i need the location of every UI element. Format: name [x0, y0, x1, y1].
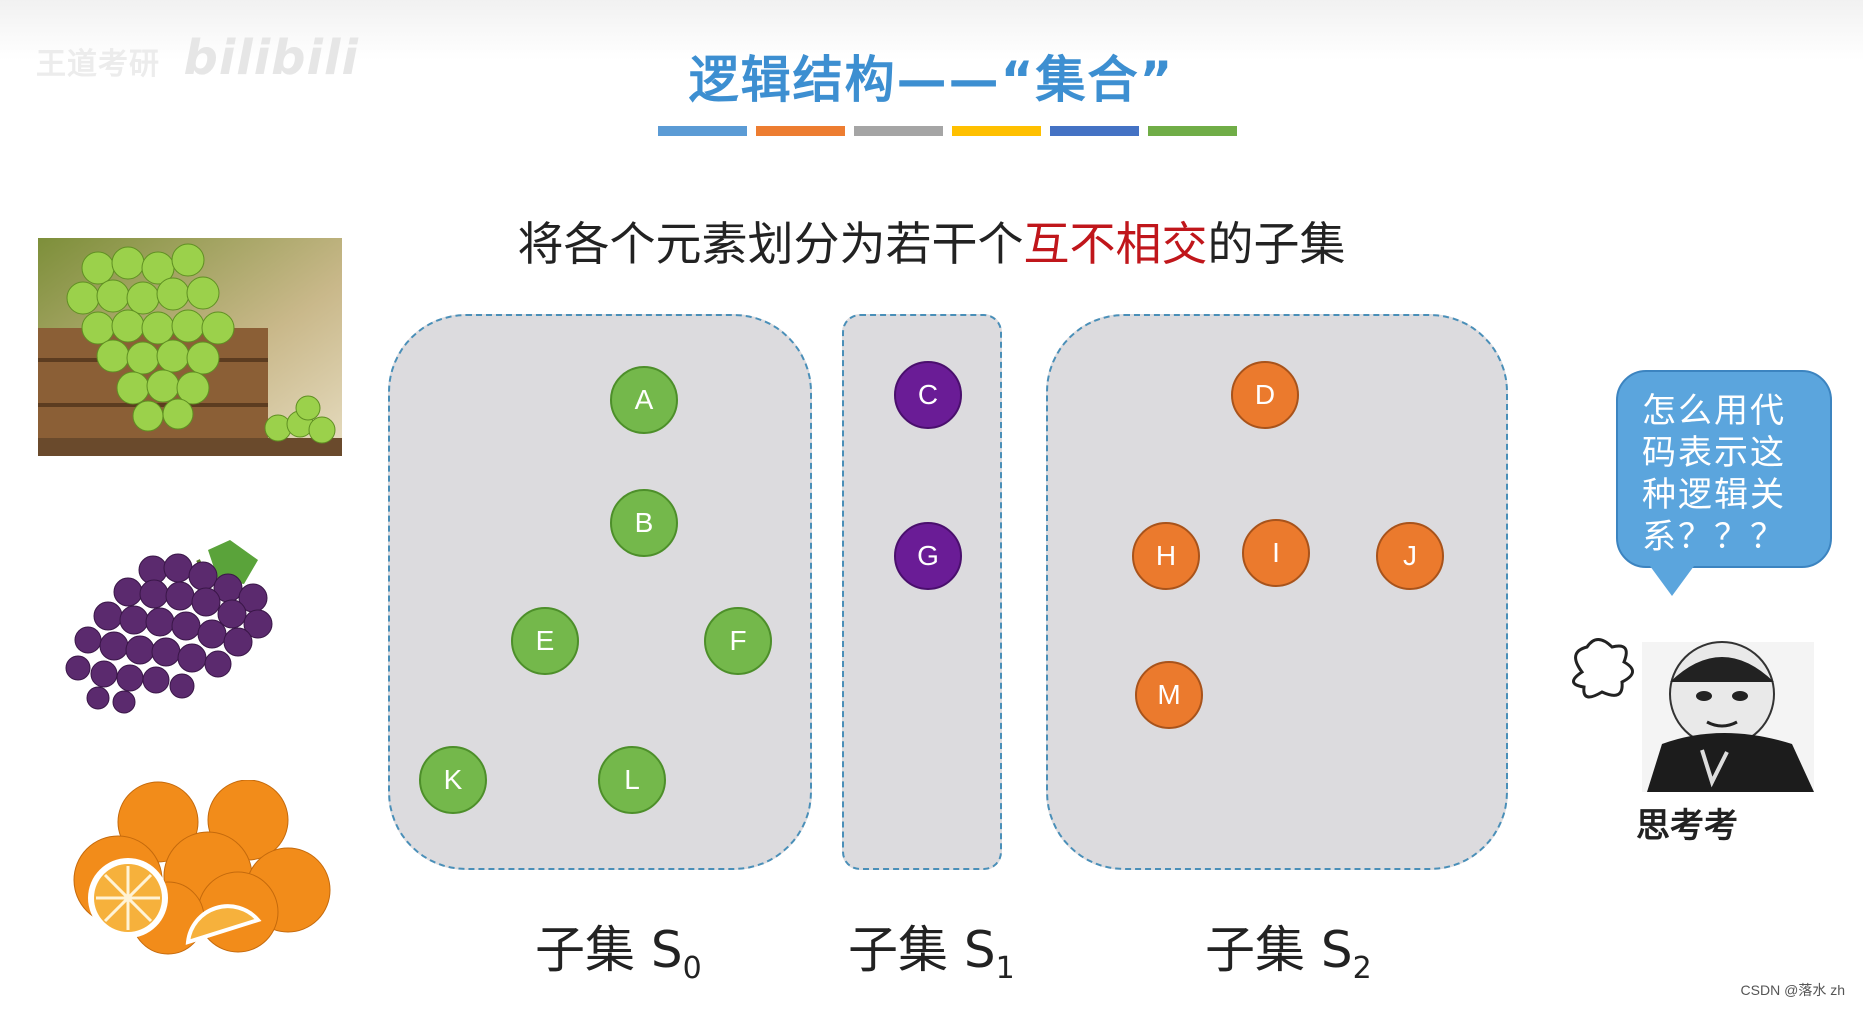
subset-caption-label: 子集 S — [535, 921, 683, 979]
bilibili-watermark: 王道考研 bilibili — [36, 30, 359, 86]
node-f: F — [704, 607, 772, 675]
node-l: L — [598, 746, 666, 814]
node-i: I — [1242, 519, 1310, 587]
subset-caption-label: 子集 S — [1205, 921, 1353, 979]
node-g: G — [894, 522, 962, 590]
subset-caption-index: 2 — [1352, 951, 1372, 986]
color-bar-segment — [658, 126, 747, 136]
watermark-text: 王道考研 — [36, 47, 160, 82]
color-bar-segment — [854, 126, 943, 136]
node-h: H — [1132, 522, 1200, 590]
speech-bubble-tail — [1650, 566, 1694, 596]
node-k: K — [419, 746, 487, 814]
subtitle-part2: 的子集 — [1207, 217, 1346, 271]
top-fade — [0, 0, 1863, 60]
watermark-brand: bilibili — [183, 30, 359, 86]
subset-caption-label: 子集 S — [848, 921, 996, 979]
meme-caption: 思考考 — [1636, 806, 1738, 846]
oranges-image — [73, 780, 331, 955]
subtitle-highlight: 互不相交 — [1023, 217, 1208, 271]
subset-caption-s1: 子集 S1 — [848, 910, 1015, 986]
node-e: E — [511, 607, 579, 675]
subset-caption-index: 1 — [995, 951, 1015, 986]
node-j: J — [1376, 522, 1444, 590]
color-bar-segment — [952, 126, 1041, 136]
subset-caption-index: 0 — [682, 951, 702, 986]
page-title: 逻辑结构——“集合” — [688, 51, 1175, 109]
color-bar-segment — [1050, 126, 1139, 136]
node-d: D — [1231, 361, 1299, 429]
speech-bubble: 怎么用代码表示这种逻辑关系？？？ — [1616, 370, 1832, 568]
csdn-credit: CSDN @落水 zh — [1740, 982, 1845, 998]
thinking-meme-image — [1572, 638, 1814, 792]
subtitle-part1: 将各个元素划分为若干个 — [517, 217, 1024, 271]
node-b: B — [610, 489, 678, 557]
green-grapes-image — [38, 238, 342, 456]
subtitle: 将各个元素划分为若干个互不相交的子集 — [0, 208, 1863, 274]
purple-grapes-image — [65, 540, 273, 714]
node-a: A — [610, 366, 678, 434]
subset-caption-s0: 子集 S0 — [535, 910, 702, 986]
subset-caption-s2: 子集 S2 — [1205, 910, 1372, 986]
color-bar-segment — [1148, 126, 1237, 136]
node-c: C — [894, 361, 962, 429]
node-m: M — [1135, 661, 1203, 729]
color-bar-segment — [756, 126, 845, 136]
